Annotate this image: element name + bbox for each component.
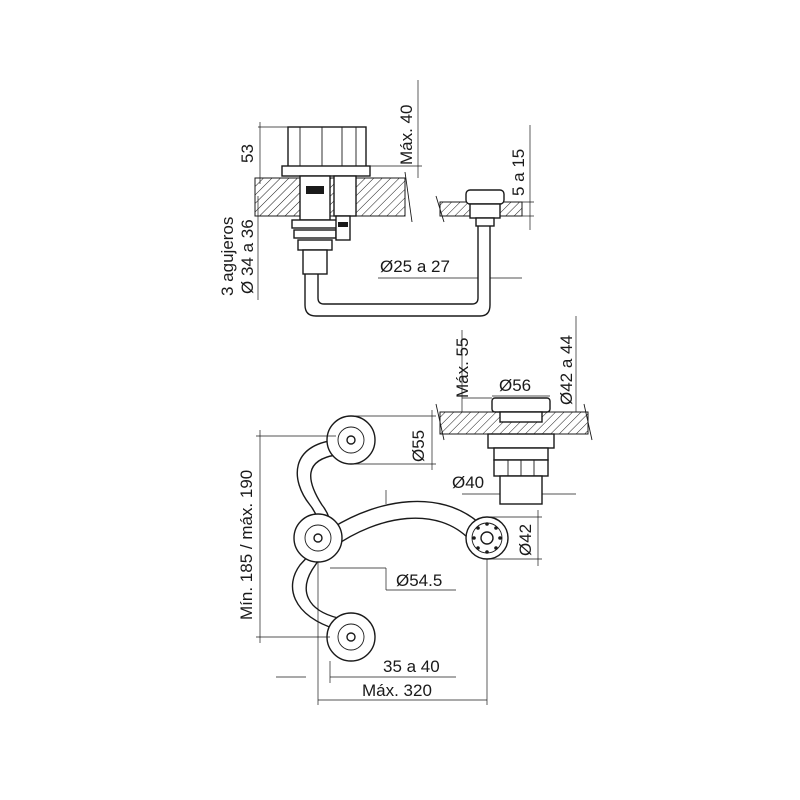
dim-35-a-40: 35 a 40 xyxy=(383,657,440,676)
dim-55: Ø55 xyxy=(409,430,428,462)
dim-min-max: Mín. 185 / máx. 190 xyxy=(237,470,256,620)
spout-section-view: Máx. 55 Ø42 a 44 Ø56 Ø40 xyxy=(435,316,593,505)
spout-arm xyxy=(331,500,479,529)
valve-body xyxy=(299,175,331,221)
dim-42-a-44: Ø42 a 44 xyxy=(557,335,576,405)
drain-fitting xyxy=(465,189,505,205)
top-section-view: 53 Máx. 40 5 a 15 3 agujeros Ø 34 a 36 Ø… xyxy=(218,80,534,317)
valve-bottom xyxy=(326,612,376,662)
drain-plan xyxy=(465,516,509,560)
dim-max-40: Máx. 40 xyxy=(397,105,416,165)
dim-max-55: Máx. 55 xyxy=(453,338,472,398)
valve-top xyxy=(326,415,376,465)
connection-pipe xyxy=(304,224,491,317)
plan-view: Ø55 Mín. 185 / máx. 190 Ø42 Ø54.5 35 a 4… xyxy=(237,410,542,705)
valve-middle xyxy=(293,513,343,563)
dim-5-a-15: 5 a 15 xyxy=(509,149,528,196)
dim-height-53: 53 xyxy=(238,144,257,163)
dim-max-320: Máx. 320 xyxy=(362,681,432,700)
dim-56: Ø56 xyxy=(499,376,531,395)
holes-label-line2: Ø 34 a 36 xyxy=(238,219,257,294)
dim-42: Ø42 xyxy=(516,524,535,556)
holes-label-line1: 3 agujeros xyxy=(218,217,237,296)
dim-54-5: Ø54.5 xyxy=(396,571,442,590)
dim-pipe-25-27: Ø25 a 27 xyxy=(380,257,450,276)
dim-40: Ø40 xyxy=(452,473,484,492)
